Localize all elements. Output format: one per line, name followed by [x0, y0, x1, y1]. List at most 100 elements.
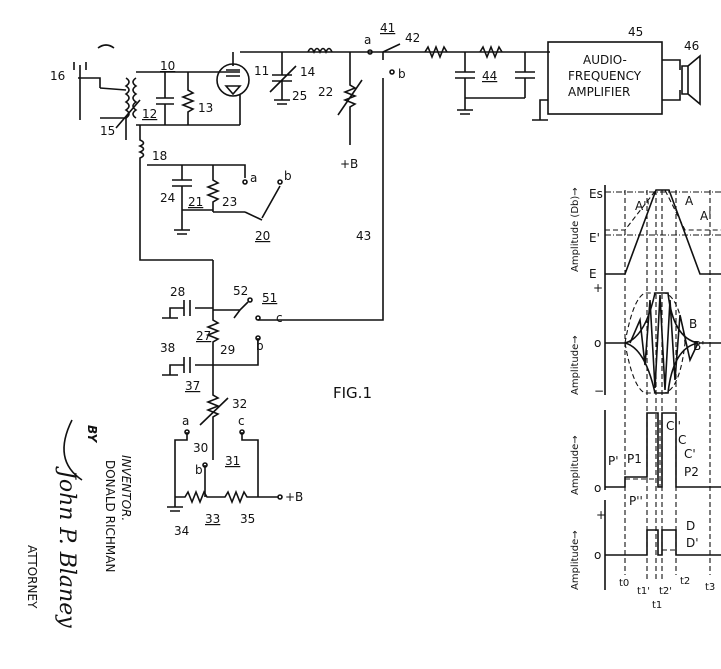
time-t0: t0: [619, 578, 629, 589]
vacuum-tube-11: [216, 51, 550, 97]
ref-31: 31: [225, 454, 240, 468]
label-B: B: [689, 317, 697, 331]
attorney-label: ATTORNEY: [25, 545, 39, 609]
ylabel-d: Amplitude→: [570, 530, 581, 590]
label-B1: B': [693, 339, 705, 353]
time-t3: t3: [705, 582, 715, 593]
ref-25: 25: [292, 89, 307, 103]
ref-21: 21: [188, 195, 203, 209]
letter-c-51: c: [276, 311, 283, 325]
variable-resistor-22: [337, 52, 363, 145]
switch-20: [244, 185, 281, 221]
ref-42: 42: [405, 31, 420, 45]
ref-13: 13: [198, 101, 213, 115]
label-C1: C': [684, 447, 696, 461]
tick-plus-d: +: [596, 508, 606, 522]
level-E: E: [589, 267, 597, 281]
ref-46: 46: [684, 39, 699, 53]
ref-35: 35: [240, 512, 255, 526]
curve-B-prime: [624, 292, 686, 394]
filter-capacitors-44: [455, 52, 535, 115]
time-markers: [624, 190, 711, 580]
time-t1prime: t1': [637, 586, 650, 597]
ref-12: 12: [142, 107, 157, 121]
ref-23: 23: [222, 195, 237, 209]
curve-A: [605, 189, 721, 275]
resistor-chain-33-35: [167, 489, 278, 512]
ref-41: 41: [380, 21, 395, 35]
label-A2: A'': [635, 199, 650, 213]
panel-d: D D' + o Amplitude→: [570, 508, 721, 590]
ylabel-c: Amplitude→: [570, 435, 581, 495]
ref-24: 24: [160, 191, 175, 205]
ref-34: 34: [174, 524, 189, 538]
ref-38: 38: [160, 341, 175, 355]
resistor-29-32: [205, 260, 221, 440]
inventor-name: DONALD RICHMAN: [103, 460, 117, 572]
level-Es: Es: [589, 187, 603, 201]
label-D1: D': [686, 536, 699, 550]
ref-52: 52: [233, 284, 248, 298]
ref-44: 44: [482, 69, 497, 83]
letter-c-31: c: [238, 414, 245, 428]
audio-amplifier-box: [547, 41, 663, 115]
antenna-icon: [73, 44, 115, 120]
ref-43: 43: [356, 229, 371, 243]
label-P1: P1: [627, 452, 642, 466]
ref-30: 30: [193, 441, 208, 455]
ref-45: 45: [628, 25, 643, 39]
variable-capacitor-25: [269, 52, 297, 105]
transformer-15: [99, 71, 241, 140]
letter-a-30: a: [182, 414, 189, 428]
ref-28: 28: [170, 285, 185, 299]
time-t1: t1: [652, 600, 662, 611]
ref-16: 16: [50, 69, 65, 83]
letter-a-20: a: [250, 171, 257, 185]
amp-label-1: AUDIO-: [583, 53, 627, 67]
ref-27: 27: [196, 329, 211, 343]
amp-label-2: FREQUENCY: [568, 69, 642, 83]
ref-32: 32: [232, 397, 247, 411]
label-C2: C'': [666, 419, 681, 433]
ref-33: 33: [205, 512, 220, 526]
circuit-schematic: 16 15 10 12 13 11 25 14 22 +B a b 41 42: [50, 21, 701, 538]
figure-label: FIG.1: [333, 384, 372, 402]
ref-22: 22: [318, 85, 333, 99]
curve-B: [629, 294, 699, 391]
panel-b: + o − B B' Amplitude→: [570, 281, 721, 398]
label-A: A: [685, 194, 694, 208]
resistor-13: [180, 72, 196, 125]
switch-41: [382, 43, 401, 60]
capacitor-28: [162, 300, 213, 319]
ref-37: 37: [185, 379, 200, 393]
ref-10: 10: [160, 59, 175, 73]
letter-a: a: [364, 33, 371, 47]
ref-11: 11: [254, 64, 269, 78]
amp-label-3: AMPLIFIER: [568, 85, 630, 99]
panel-a: A'' A A' Es E' E Amplitude (Db)→: [570, 187, 721, 281]
curve-C: [605, 412, 721, 488]
label-P2prime: P'': [629, 494, 643, 508]
coil-18: [137, 125, 213, 261]
label-P1prime: P': [608, 454, 619, 468]
tick-zero-b: o: [594, 336, 601, 350]
tick-zero-c: o: [594, 481, 601, 495]
ref-15: 15: [100, 124, 115, 138]
switch-contact-a: [367, 49, 373, 55]
letter-b: b: [398, 67, 406, 81]
panel-c: C'' C C' P' P1 P'' P2 o Amplitude→: [570, 412, 721, 508]
line-43: [258, 78, 384, 321]
tick-minus-b: −: [594, 384, 604, 398]
ref-51: 51: [262, 291, 277, 305]
resistors-filter: [424, 44, 503, 60]
level-E1: E': [589, 231, 600, 245]
label-D: D: [686, 519, 695, 533]
letter-b-30: b: [195, 463, 203, 477]
speaker-icon: [662, 54, 701, 106]
label-P2: P2: [684, 465, 699, 479]
ylabel-b: Amplitude→: [570, 335, 581, 395]
letter-b-51: b: [256, 339, 264, 353]
tick-plus-b: +: [593, 281, 603, 295]
inductor-14: [307, 47, 333, 55]
